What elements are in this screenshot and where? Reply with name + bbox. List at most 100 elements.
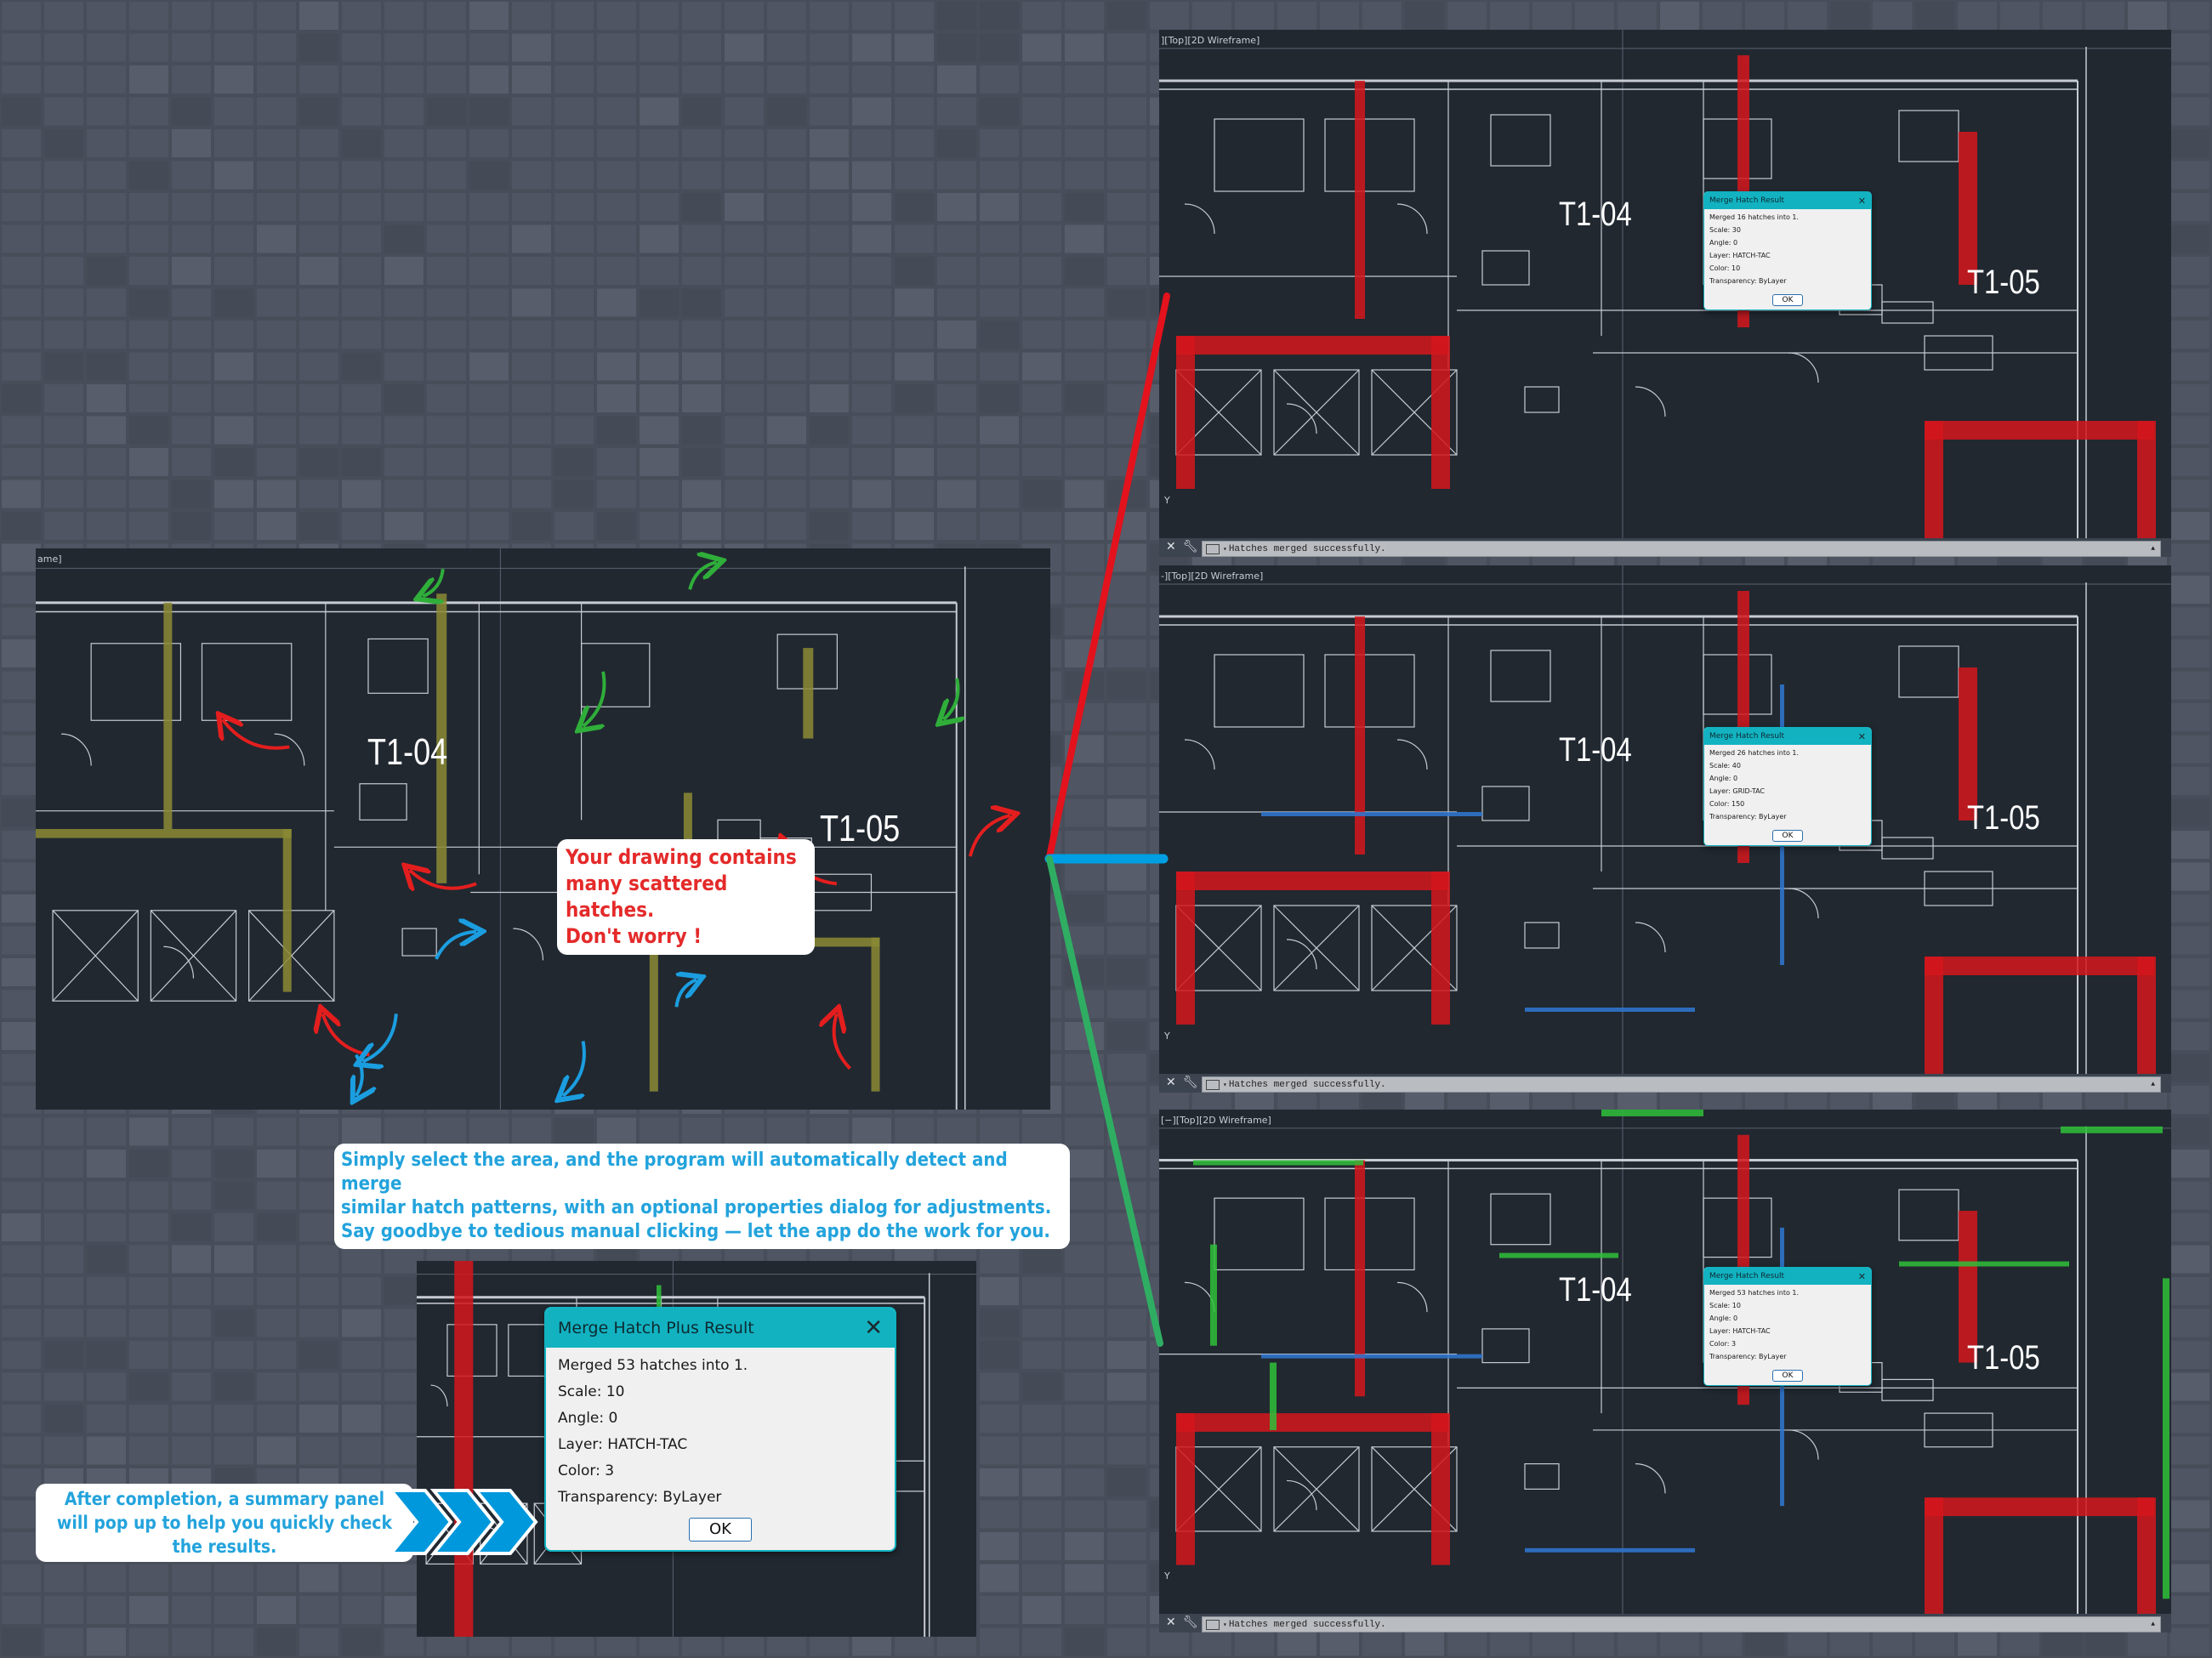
background-tile (852, 97, 891, 126)
background-tile (214, 1309, 253, 1337)
background-tile (44, 1309, 83, 1337)
dropdown-icon[interactable]: ▾ (1223, 545, 1227, 554)
background-tile (342, 352, 381, 381)
background-tile (682, 193, 721, 221)
viewport-label[interactable]: [−][Top][2D Wireframe] (1161, 1115, 1271, 1126)
background-tile (980, 1564, 1019, 1593)
background-tile (1065, 224, 1104, 253)
background-tile (1107, 352, 1146, 381)
dialog-title-bar[interactable]: Merge Hatch Result ✕ (1704, 1268, 1871, 1285)
viewport-label[interactable]: -][Top][2D Wireframe] (1161, 571, 1264, 582)
viewport-label[interactable]: ][Top][2D Wireframe] (1161, 35, 1260, 46)
viewport-label[interactable]: ame] (37, 554, 62, 565)
hatch-region (1176, 1413, 1195, 1565)
background-tile (469, 161, 509, 190)
background-tile (87, 384, 126, 412)
background-tile (172, 193, 211, 221)
background-tile (469, 97, 509, 126)
close-icon[interactable]: ✕ (1166, 540, 1176, 554)
background-tile (1107, 2, 1146, 30)
ok-button[interactable]: OK (689, 1518, 752, 1542)
background-tile (682, 65, 721, 94)
dropdown-icon[interactable]: ▾ (1223, 1081, 1227, 1089)
background-tile (2170, 639, 2209, 667)
background-tile (554, 448, 594, 476)
wrench-icon[interactable]: 🔧︎ (1182, 1076, 1198, 1089)
coffee-table (1881, 301, 1934, 324)
merge-hatch-plus-result-dialog: Merge Hatch Plus Result ✕ Merged 53 hatc… (544, 1307, 896, 1552)
scroll-up-icon[interactable]: ▲ (2151, 1621, 2155, 1628)
background-tile (2170, 831, 2209, 859)
background-tile (172, 129, 211, 157)
background-tile (257, 1564, 296, 1593)
ok-button[interactable]: OK (1772, 830, 1803, 842)
dialog-line: Angle: 0 (1709, 239, 1738, 247)
background-tile (1065, 2, 1104, 30)
close-icon[interactable]: ✕ (1857, 730, 1866, 742)
result-panel-3[interactable]: [−][Top][2D Wireframe] T1-04 T1-05 Y Mer… (1159, 1110, 2171, 1632)
close-icon[interactable]: ✕ (1857, 1270, 1866, 1282)
background-tile (512, 224, 551, 253)
background-tile (214, 512, 253, 540)
background-tile (1107, 990, 1146, 1019)
background-tile (2, 193, 41, 221)
background-tile (129, 33, 168, 62)
background-tile (2, 97, 41, 126)
background-tile (1022, 321, 1061, 349)
close-icon[interactable]: ✕ (864, 1315, 883, 1341)
background-tile (512, 384, 551, 412)
background-tile (597, 161, 636, 190)
background-tile (682, 97, 721, 126)
bed (1324, 1197, 1415, 1271)
background-tile (384, 448, 424, 476)
background-tile (1107, 543, 1146, 572)
dialog-line: Merged 53 hatches into 1. (1709, 1289, 1800, 1297)
background-tile (2043, 2, 2082, 30)
background-tile (895, 1117, 934, 1146)
background-tile (129, 1564, 168, 1593)
ok-button[interactable]: OK (1772, 1370, 1803, 1382)
background-tile (597, 321, 636, 349)
close-icon[interactable]: ✕ (1166, 1615, 1176, 1629)
close-icon[interactable]: ✕ (1857, 195, 1866, 207)
main-cad-drawing[interactable]: ame] T1-04 T1-05 Your drawing contains m… (36, 548, 1050, 1110)
command-line-input[interactable]: ▾ Hatches merged successfully. ▲ (1202, 541, 2161, 557)
command-line-input[interactable]: ▾ Hatches merged successfully. ▲ (1202, 1076, 2161, 1093)
background-tile (895, 512, 934, 540)
background-tile (87, 1341, 126, 1369)
background-tile (384, 224, 424, 253)
scroll-up-icon[interactable]: ▲ (2151, 545, 2155, 553)
background-tile (342, 1245, 381, 1274)
result-panel-2[interactable]: -][Top][2D Wireframe] T1-04 T1-05 Y Merg… (1159, 565, 2171, 1093)
background-tile (87, 416, 126, 445)
wrench-icon[interactable]: 🔧︎ (1182, 1615, 1198, 1629)
background-tile (682, 384, 721, 412)
background-tile (1107, 1309, 1146, 1337)
background-tile (1022, 1436, 1061, 1465)
background-tile (725, 193, 764, 221)
background-tile (2170, 2, 2209, 30)
wrench-icon[interactable]: 🔧︎ (1182, 540, 1198, 554)
background-tile (640, 1117, 679, 1146)
background-tile (1065, 735, 1104, 764)
background-tile (767, 480, 806, 508)
background-tile (172, 1436, 211, 1465)
background-tile (214, 352, 253, 381)
callout-line: Your drawing contains (566, 845, 797, 869)
dialog-title-bar[interactable]: Merge Hatch Result ✕ (1704, 192, 1871, 209)
background-tile (512, 193, 551, 221)
background-tile (44, 480, 83, 508)
ok-button[interactable]: OK (1772, 294, 1803, 306)
dialog-title-bar[interactable]: Merge Hatch Result ✕ (1704, 728, 1871, 745)
background-tile (44, 352, 83, 381)
background-tile (2, 1341, 41, 1369)
close-icon[interactable]: ✕ (1166, 1076, 1176, 1089)
hatch-region (1959, 667, 1977, 820)
dropdown-icon[interactable]: ▾ (1223, 1621, 1227, 1629)
command-line-input[interactable]: ▾ Hatches merged successfully. ▲ (1202, 1616, 2161, 1632)
door-swing (1788, 888, 1819, 919)
scroll-up-icon[interactable]: ▲ (2151, 1081, 2155, 1088)
background-tile (512, 97, 551, 126)
result-panel-1[interactable]: ][Top][2D Wireframe] T1-04 T1-05 Y Merge… (1159, 30, 2171, 557)
dialog-title-bar[interactable]: Merge Hatch Plus Result ✕ (546, 1309, 895, 1348)
